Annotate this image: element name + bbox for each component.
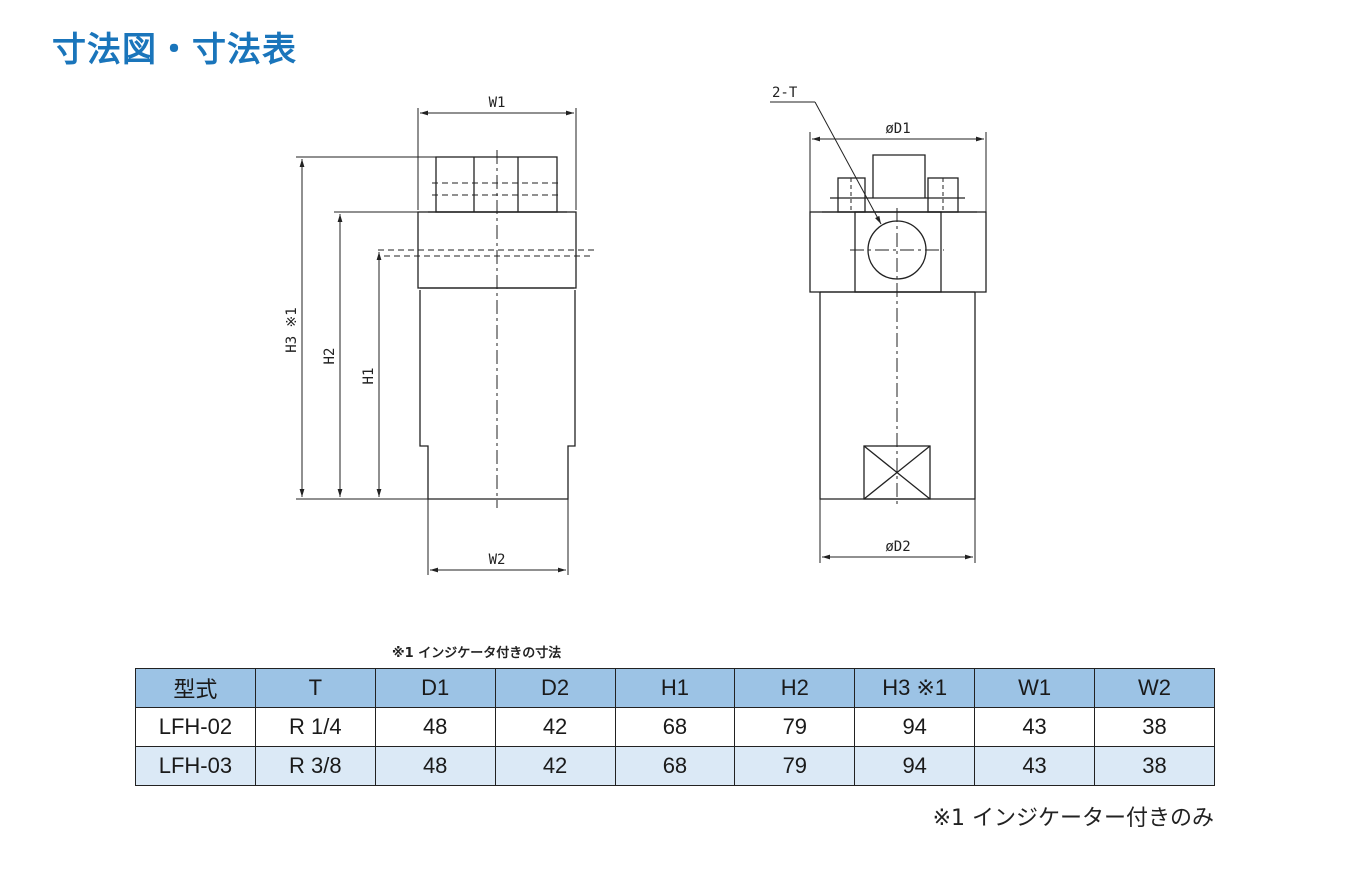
side-top-boss xyxy=(872,154,926,198)
table-cell: 42 xyxy=(494,707,616,747)
indicator-dimension-note: ※1 インジケータ付きの寸法 xyxy=(392,646,562,661)
label-h2: H2 xyxy=(322,348,338,365)
table-cell: 42 xyxy=(494,746,616,786)
label-h1: H1 xyxy=(361,368,377,385)
table-cell: 43 xyxy=(974,707,1095,747)
table-row: LFH-03 R 3/8 48 42 68 79 94 43 38 xyxy=(135,746,1215,786)
header-cell: W1 xyxy=(974,668,1095,708)
table-cell: 38 xyxy=(1094,707,1215,747)
table-cell: LFH-02 xyxy=(135,707,256,747)
page-title: 寸法図・寸法表 xyxy=(52,30,297,70)
table-cell: 94 xyxy=(854,746,976,786)
table-cell: 94 xyxy=(854,707,976,747)
dimension-drawing: W1 W2 H3 ※1 H2 H1 xyxy=(284,85,987,575)
table-cell: R 3/8 xyxy=(254,746,376,786)
table-row: LFH-02 R 1/4 48 42 68 79 94 43 38 xyxy=(135,707,1215,747)
table-cell: LFH-03 xyxy=(135,746,256,786)
table-cell: R 1/4 xyxy=(254,707,376,747)
header-cell: T xyxy=(254,668,376,708)
table-cell: 68 xyxy=(614,707,736,747)
header-cell: H3 ※1 xyxy=(854,668,976,708)
footnote: ※1 インジケーター付きのみ xyxy=(932,806,1214,831)
label-2t: 2-T xyxy=(772,85,798,101)
side-head-block xyxy=(809,211,987,293)
header-cell: H2 xyxy=(734,668,856,708)
header-cell: W2 xyxy=(1094,668,1215,708)
label-w2: W2 xyxy=(489,552,506,568)
header-cell: D2 xyxy=(494,668,616,708)
label-d1: øD1 xyxy=(885,121,910,137)
table-cell: 68 xyxy=(614,746,736,786)
table-cell: 38 xyxy=(1094,746,1215,786)
table-cell: 48 xyxy=(374,746,496,786)
header-cell: H1 xyxy=(614,668,736,708)
table-cell: 48 xyxy=(374,707,496,747)
header-cell: D1 xyxy=(374,668,496,708)
label-d2: øD2 xyxy=(885,539,910,555)
label-w1: W1 xyxy=(489,95,506,111)
dimension-table: 型式 T D1 D2 H1 H2 H3 ※1 W1 W2 LFH-02 R 1/… xyxy=(135,668,1215,786)
table-cell: 43 xyxy=(974,746,1095,786)
header-cell: 型式 xyxy=(135,668,256,708)
side-view xyxy=(770,101,987,563)
table-cell: 79 xyxy=(734,707,856,747)
front-view xyxy=(296,108,594,575)
table-cell: 79 xyxy=(734,746,856,786)
table-header-row: 型式 T D1 D2 H1 H2 H3 ※1 W1 W2 xyxy=(135,668,1215,708)
front-body xyxy=(419,290,576,500)
label-h3: H3 ※1 xyxy=(284,307,300,352)
